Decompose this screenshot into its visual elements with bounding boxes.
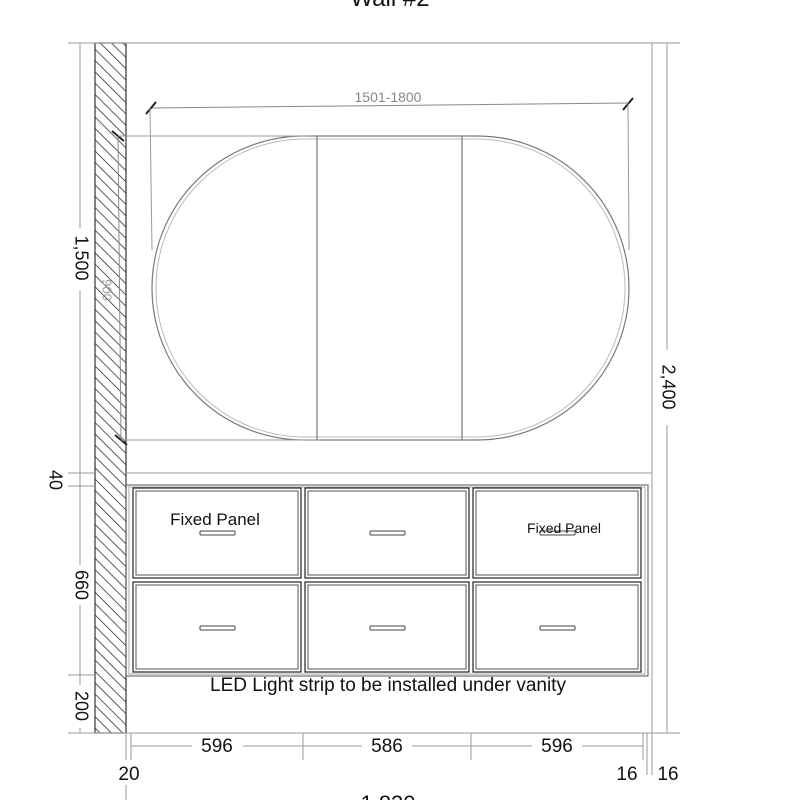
dim-16-label-b: 16 — [657, 764, 678, 785]
drawing-title: Wall #2 — [350, 0, 429, 12]
dim-1500-label: 1,500 — [71, 235, 91, 280]
drawer-top-middle — [304, 487, 470, 579]
bottom-dimension-lines — [125, 733, 653, 800]
mirror — [151, 135, 630, 441]
wall-hatch — [94, 42, 127, 734]
mirror-height-label: 900 — [100, 279, 115, 301]
dim-660-label: 660 — [71, 570, 91, 600]
dim-40-label: 40 — [45, 470, 65, 490]
fixed-panel-label-right: Fixed Panel — [527, 520, 601, 536]
mirror-width-label: 1501-1800 — [355, 89, 422, 105]
vanity-cabinet — [125, 484, 649, 677]
drawer-handle — [539, 625, 576, 631]
dim-586-label: 586 — [371, 736, 403, 757]
dim-596-right-label: 596 — [541, 736, 573, 757]
mirror-width-dimension — [145, 97, 634, 251]
drawer-bottom-left — [132, 581, 302, 673]
drawer-bottom-right — [472, 581, 642, 673]
drawer-handle — [199, 625, 236, 631]
drawer-handle — [199, 530, 236, 536]
dim-200-label: 200 — [71, 691, 91, 721]
dim-596-left-label: 596 — [201, 736, 233, 757]
led-note: LED Light strip to be installed under va… — [210, 675, 566, 696]
dim-2400-label: 2,400 — [658, 364, 678, 409]
dim-total-label: 1,830 — [360, 791, 415, 800]
fixed-panel-label-left: Fixed Panel — [170, 510, 260, 529]
drawer-top-left — [132, 487, 302, 579]
drawer-handle — [369, 530, 406, 536]
drawer-bottom-middle — [304, 581, 470, 673]
drawer-handle — [539, 530, 576, 536]
mirror-height-dimension — [111, 130, 320, 446]
drawer-handle — [369, 625, 406, 631]
dim-16-label-a: 16 — [616, 764, 637, 785]
drawer-top-right — [472, 487, 642, 579]
dim-20-label: 20 — [118, 764, 139, 785]
